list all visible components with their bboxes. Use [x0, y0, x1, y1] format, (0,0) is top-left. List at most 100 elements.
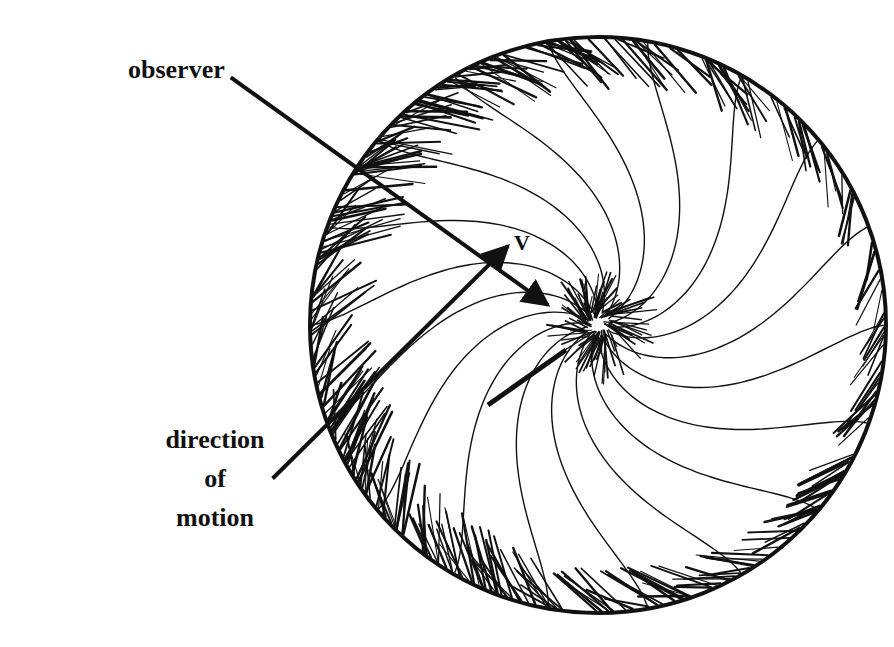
spiral-line: [552, 331, 648, 607]
centre-shading: [590, 340, 603, 367]
rim-shading: [360, 151, 421, 167]
centre-shading: [561, 282, 588, 322]
rim-shading: [673, 578, 730, 580]
rim-shading: [407, 93, 458, 113]
rim-shading: [712, 558, 762, 560]
rim-shading: [429, 525, 447, 568]
rim-shading: [324, 351, 376, 406]
rim-shading: [856, 373, 880, 410]
rim-shading: [418, 505, 425, 553]
rim-shading: [312, 281, 376, 311]
rim-shading: [366, 445, 375, 493]
rim-shading: [442, 524, 453, 571]
centre-shading: [602, 306, 627, 317]
spiral-line: [602, 325, 884, 387]
rim-shading: [784, 506, 819, 524]
rim-shading: [403, 464, 419, 535]
leader-arrow: [273, 246, 508, 479]
centre-shading: [569, 318, 588, 328]
rim-shading: [734, 547, 778, 550]
rim-shading: [521, 568, 556, 608]
spiral-line: [576, 334, 741, 573]
rim-shading: [863, 314, 883, 359]
spiral-line: [610, 77, 741, 327]
rim-shading: [571, 40, 609, 88]
centre-shading: [594, 290, 601, 317]
rim-shading: [494, 536, 512, 597]
rim-shading: [417, 103, 475, 122]
rim-shading: [496, 58, 551, 96]
callout-label: observer: [128, 50, 225, 89]
rim-shading: [771, 97, 789, 137]
rim-shading: [440, 85, 484, 86]
rim-shading: [587, 590, 633, 609]
rim-shading: [840, 395, 875, 427]
rim-shading: [517, 571, 561, 608]
spiral-line: [606, 227, 867, 357]
vector-label: V: [514, 232, 530, 254]
rim-shading: [538, 45, 591, 52]
rim-shading: [341, 178, 374, 201]
rim-shading: [476, 66, 519, 76]
rim-shading: [839, 418, 869, 445]
spiral-line: [312, 262, 594, 324]
rim-shading: [801, 457, 852, 483]
rim-shading: [797, 474, 842, 496]
rim-shading: [313, 260, 354, 297]
rim-shading: [437, 521, 463, 576]
rim-shading: [513, 548, 535, 604]
rim-shading: [345, 401, 379, 458]
rim-shading: [848, 194, 852, 245]
centre-shading: [612, 327, 640, 358]
rim-shading: [822, 147, 842, 200]
spiral-line: [610, 43, 680, 322]
rim-shading: [701, 556, 753, 566]
rim-shading: [369, 470, 391, 522]
leader-arrow: [231, 77, 548, 305]
rim-shading: [720, 66, 749, 111]
rim-shading: [353, 416, 367, 473]
rim-shading: [651, 566, 711, 588]
rim-shading: [841, 176, 843, 214]
spiral-line: [516, 327, 586, 606]
rim-shading: [327, 208, 381, 234]
centre-shading: [561, 336, 589, 340]
rim-shading: [314, 257, 335, 294]
rim-shading: [561, 41, 610, 74]
rim-shading: [739, 76, 767, 121]
rim-shading: [635, 41, 666, 90]
sphere-rim: [310, 37, 886, 613]
rim-shading: [765, 523, 804, 542]
rim-shading: [699, 573, 740, 575]
rim-shading: [324, 352, 335, 406]
rim-shading: [706, 60, 721, 110]
rim-shading: [379, 141, 439, 153]
rim-shading: [641, 571, 690, 596]
rim-shading: [497, 57, 556, 87]
rim-shading: [357, 405, 390, 478]
rim-shading: [312, 286, 374, 331]
rim-shading: [854, 335, 884, 377]
rim-shading: [805, 127, 820, 181]
centre-shading: [551, 325, 585, 332]
rim-shading: [314, 308, 334, 357]
rim-shading: [834, 394, 876, 433]
rim-shading: [320, 343, 370, 393]
rim-shading: [856, 270, 879, 308]
rim-shading: [655, 45, 696, 93]
rim-shading: [435, 86, 475, 90]
rim-shading: [427, 497, 438, 562]
rim-shading: [451, 80, 500, 84]
rim-shading: [472, 527, 491, 591]
rim-shading: [777, 102, 792, 161]
rim-shading: [319, 229, 366, 264]
rim-shading: [608, 575, 662, 604]
callout-label: direction of motion: [165, 420, 264, 537]
rim-shading: [344, 393, 363, 456]
rim-shading: [401, 117, 456, 133]
centre-shading: [611, 334, 624, 375]
rim-shading: [633, 41, 664, 78]
rim-shading: [576, 568, 612, 610]
centre-shading: [604, 333, 608, 379]
